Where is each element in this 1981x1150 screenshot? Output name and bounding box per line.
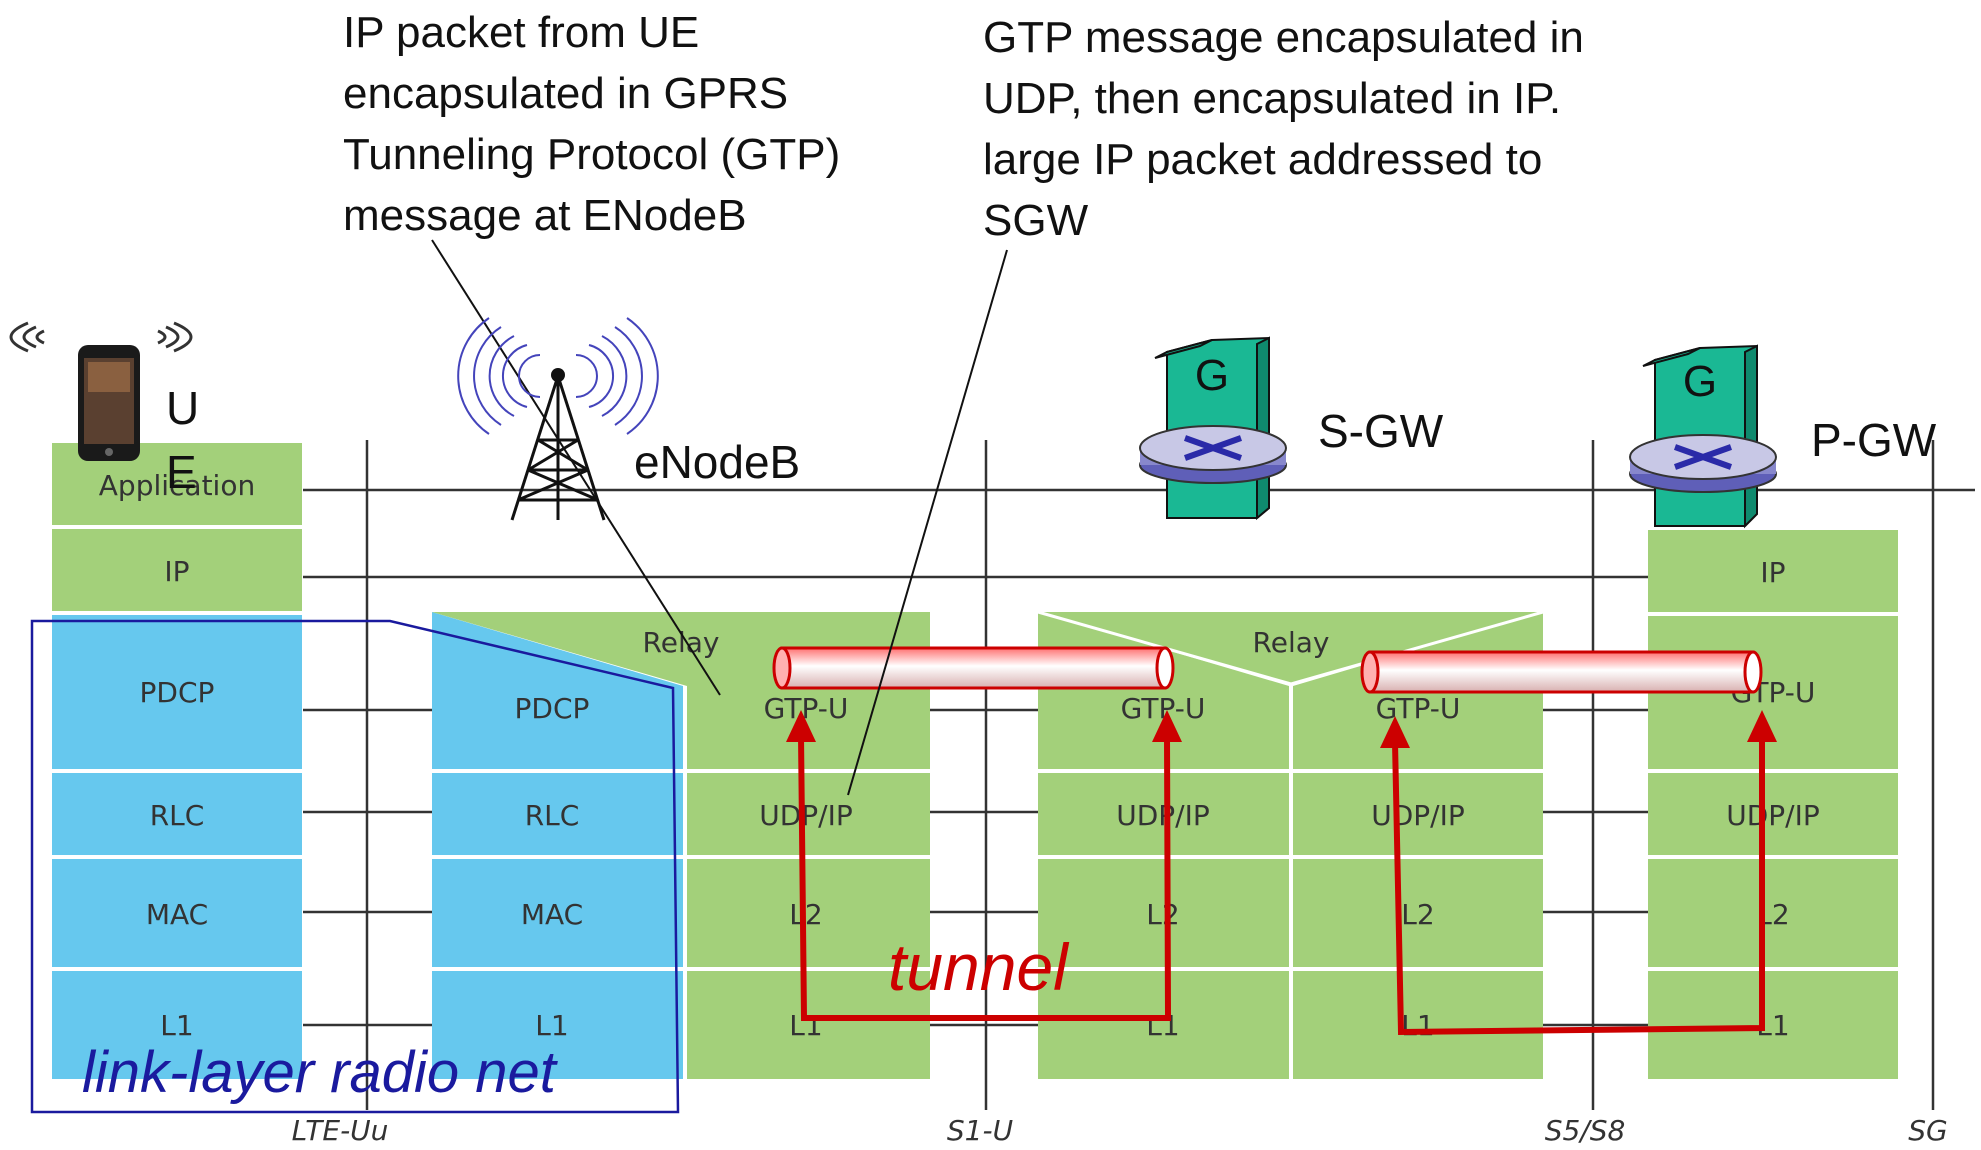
tunnel-arrowhead (1380, 716, 1410, 748)
interface-label-sg: SG (1908, 1114, 1947, 1147)
sgw-right-layer-l2: L2 (1401, 898, 1434, 931)
ue-layer-pdcp: PDCP (140, 676, 215, 709)
antenna-tower-icon (457, 317, 659, 521)
enodeb-layer-gtpu: GTP-U (764, 692, 849, 725)
sgw-label: S-GW (1318, 405, 1444, 457)
enodeb-note-line: message at ENodeB (343, 191, 747, 240)
gtp-annotation: GTP message encapsulated in UDP, then en… (983, 13, 1596, 245)
pgw-layer-udpip: UDP/IP (1726, 799, 1820, 832)
tunnel-label: tunnel (888, 930, 1070, 1004)
sgw-right-layer-l1: L1 (1401, 1009, 1434, 1042)
interface-label-s5-s8: S5/S8 (1545, 1114, 1626, 1147)
tunnel-path-sgw-pgw (1392, 735, 1765, 1036)
interface-lines (365, 440, 1935, 1110)
tunnel-arrowhead (786, 710, 816, 742)
ue-layer-application: Application (99, 469, 255, 502)
gtp-note-line: GTP message encapsulated in (983, 13, 1584, 62)
sgw-gateway-letter: G (1195, 351, 1229, 400)
pgw-layer-ip: IP (1760, 556, 1785, 589)
tunnel-arrowhead (1152, 710, 1182, 742)
sgw-left-layer-udpip: UDP/IP (1116, 799, 1210, 832)
enodeb-layer-l1: L1 (535, 1009, 568, 1042)
radio-net-label: link-layer radio net (82, 1040, 559, 1105)
interface-label-lte-uu: LTE-Uu (292, 1114, 389, 1147)
sgw-right-layer-gtpu: GTP-U (1376, 692, 1461, 725)
pgw-gateway-letter: G (1683, 357, 1717, 406)
gtp-callout-line (847, 249, 1008, 796)
sgw-right-layer-udpip: UDP/IP (1371, 799, 1465, 832)
ue-label-u: U (166, 382, 199, 434)
tunnel-arrowhead (1747, 710, 1777, 742)
sgw-relay-label: Relay (1253, 626, 1330, 659)
sgw-left-layer-l2: L2 (1146, 898, 1179, 931)
ue-layer-rlc: RLC (150, 799, 205, 832)
enodeb-relay-label: Relay (643, 626, 720, 659)
ue-layer-ip: IP (164, 555, 189, 588)
gtp-tunnel-pipe-sgw-pgw (1360, 650, 1763, 694)
sgw-left-layer-l1: L1 (1146, 1009, 1179, 1042)
enodeb-note-line: Tunneling Protocol (GTP) (343, 130, 840, 179)
enodeb-note-line: encapsulated in GPRS (343, 69, 788, 118)
interface-label-s1-u: S1-U (947, 1114, 1013, 1147)
gtp-note-line: UDP, then encapsulated in IP. (983, 74, 1561, 123)
router-icon: G (1629, 344, 1777, 529)
gtp-note-line: SGW (983, 196, 1089, 245)
enodeb-callout-line (431, 239, 721, 696)
enodeb-layer-pdcp: PDCP (515, 692, 590, 725)
gtp-tunnel-pipe-enodeb-sgw (772, 646, 1175, 690)
enodeb-layer-mac: MAC (521, 898, 583, 931)
smartphone-icon (9, 321, 193, 461)
ue-layer-l1: L1 (160, 1009, 193, 1042)
tunnel-path-enodeb-sgw (798, 734, 1172, 1021)
enodeb-layer-rlc: RLC (525, 799, 580, 832)
ue-label-e: E (166, 446, 197, 498)
pgw-label: P-GW (1811, 414, 1937, 466)
ue-stack: Application IP PDCP RLC MAC L1 (52, 443, 302, 1079)
enodeb-note-line: IP packet from UE (343, 8, 699, 57)
gtp-note-line: large IP packet addressed to (983, 135, 1542, 184)
ue-layer-mac: MAC (146, 898, 208, 931)
enodeb-layer-udpip: UDP/IP (759, 799, 853, 832)
enodeb-label: eNodeB (634, 436, 800, 488)
pgw-stack: IP GTP-U UDP/IP L2 L1 (1648, 530, 1898, 1079)
enodeb-annotation: IP packet from UE encapsulated in GPRS T… (343, 8, 852, 240)
radio-net-outline (30, 619, 680, 1114)
router-icon: G (1139, 336, 1287, 521)
